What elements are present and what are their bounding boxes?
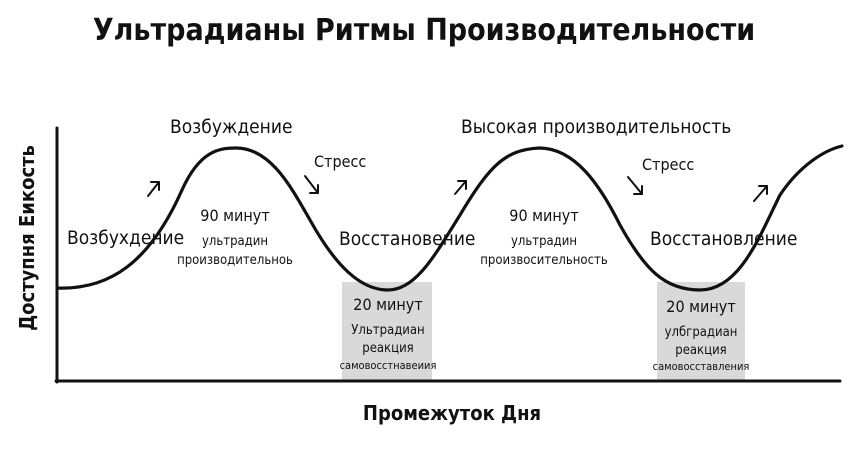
trough-note-2-line2: улбградиан [665,325,738,340]
arrow-down-right-icon [304,175,319,194]
peak-note-1-line2: ультрадин [202,234,268,249]
rhythm-wave-curve [55,144,844,292]
peak-note-2-line3: произвосительность [480,253,608,268]
peak-note-1-line1: 90 минут [200,206,269,225]
diagram-title: Ультрадианы Ритмы Производительности [93,13,755,48]
phase-label-recovery-1: Восстановение [339,228,475,250]
arrow-up-right-icon [753,185,768,202]
phase-label-recovery-2: Восстановление [650,228,797,250]
trough-note-1-line2: Ультрадиан [351,323,424,338]
phase-label-first-peak: Возбуждение [170,116,292,138]
trough-box-2 [657,282,745,382]
trough-note-1-line1: 20 минут [353,295,422,314]
trough-box-1 [342,282,432,382]
peak-note-1-line3: производительноь [177,253,293,268]
peak-note-2-line1: 90 минут [509,206,578,225]
arrow-up-right-icon [454,180,467,195]
trough-note-2-line4: самовосставления [653,360,750,373]
phase-label-stress-1: Стресс [314,152,366,171]
phase-label-stress-2: Стресс [642,155,694,174]
peak-note-2: 90 минут ультрадин произвосительность [480,206,608,268]
arrow-up-right-icon [147,181,160,197]
trough-note-2-line3: реакция [675,343,726,358]
trough-note-2: 20 минут улбградиан реакция самовосставл… [653,297,750,373]
trough-note-1-line4: самовосстнавеиия [340,359,437,372]
phase-label-start: Возбухдение [67,227,184,249]
y-axis-label: Доступня Еикость [15,145,39,331]
peak-note-1: 90 минут ультрадин производительноь [177,206,293,268]
phase-label-second-peak: Высокая производительность [461,116,731,138]
peak-note-2-line2: ультрадин [511,234,577,249]
arrow-down-right-icon [627,176,643,195]
x-axis-label: Промежуток Дня [363,401,541,425]
trough-note-2-line1: 20 минут [666,297,735,316]
trough-note-1-line3: реакция [362,341,413,356]
trough-note-1: 20 минут Ультрадиан реакция самовосстнав… [340,295,437,372]
